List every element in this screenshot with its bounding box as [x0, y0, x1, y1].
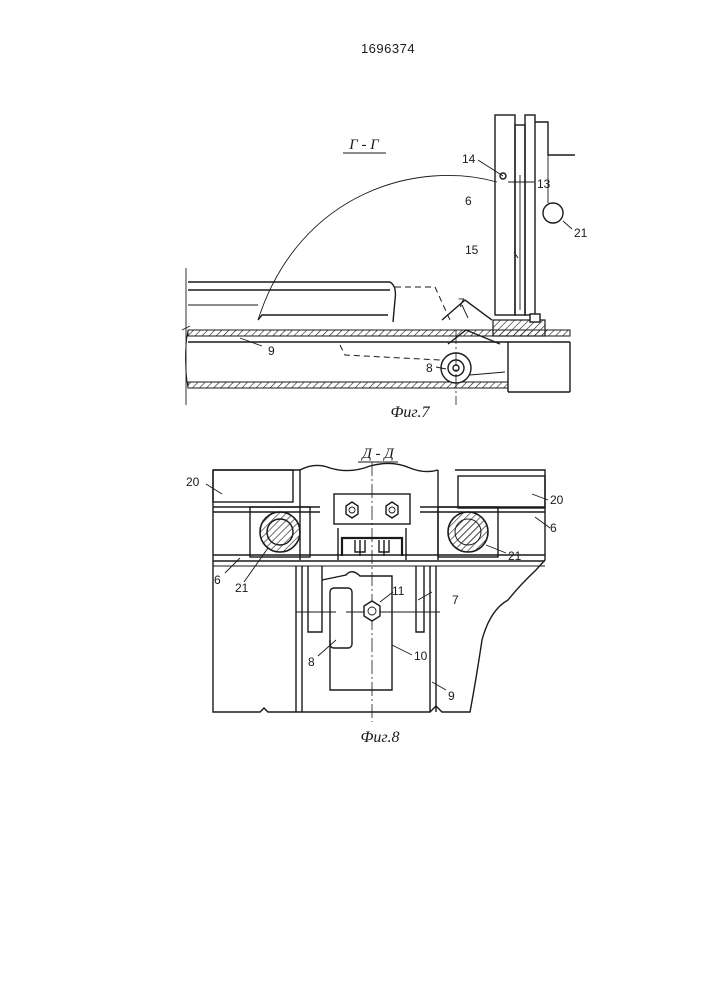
fig7-label-15: 15 [465, 243, 479, 257]
fig8-label-10: 10 [414, 649, 428, 663]
fig7-label-14: 14 [462, 152, 476, 166]
fig8-label-20-left: 20 [186, 475, 200, 489]
fig8-label-7: 7 [452, 593, 459, 607]
tube-beam [182, 268, 570, 405]
fig7-label-7: 7 [458, 296, 465, 310]
roller-21-left [250, 507, 310, 557]
fig8-caption: Фиг.8 [361, 729, 400, 746]
block-20-right [458, 476, 545, 508]
fig8-label-6-right: 6 [550, 521, 557, 535]
fig7-label-13: 13 [537, 177, 551, 191]
fig8-label-11: 11 [392, 584, 405, 598]
fig8-label-6-left: 6 [214, 573, 221, 587]
figure-7: Г - Г [182, 115, 588, 421]
fig8-section-label: Д - Д [360, 446, 395, 462]
fig7-leaders [240, 160, 572, 369]
vertical-post [493, 115, 575, 336]
fig8-label-21-right: 21 [508, 549, 522, 563]
fig8-label-20-right: 20 [550, 493, 564, 507]
fig7-label-6: 6 [465, 194, 472, 208]
fig7-label-8: 8 [426, 361, 433, 375]
fig7-label-9: 9 [268, 344, 275, 358]
figure-8: Д - Д [186, 446, 564, 746]
folding-panel [188, 282, 450, 360]
block-20-left [213, 470, 293, 502]
roller-21-fig7 [543, 203, 563, 223]
lower-plates [296, 566, 440, 712]
fig8-label-21-left: 21 [235, 581, 249, 595]
document-number: 1696374 [361, 41, 415, 56]
fig7-caption: Фиг.7 [391, 404, 431, 421]
fig7-section-label: Г - Г [348, 137, 380, 153]
roller-21-right [438, 507, 498, 557]
hinge [441, 300, 505, 405]
fig7-label-21: 21 [574, 226, 588, 240]
fig8-label-8: 8 [308, 655, 315, 669]
fig8-label-9: 9 [448, 689, 455, 703]
